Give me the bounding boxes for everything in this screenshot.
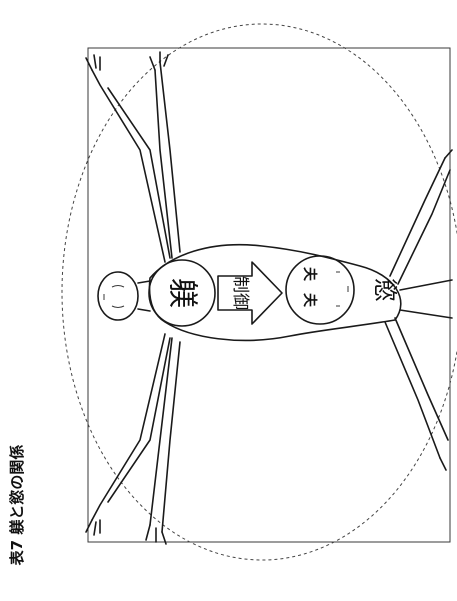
desire-char: 慾	[371, 278, 399, 302]
figure-legs	[385, 150, 452, 470]
lower-circle	[286, 256, 354, 324]
caption: 表7 躾と慾の関係	[8, 445, 26, 566]
mind-char: 躾	[165, 278, 200, 308]
lower-face-marks	[336, 272, 348, 306]
lower-char-2: 夫	[301, 293, 318, 308]
arrow-label: 制御	[230, 276, 250, 310]
figure-head	[98, 272, 150, 320]
lower-char-1: 夫	[301, 267, 318, 282]
